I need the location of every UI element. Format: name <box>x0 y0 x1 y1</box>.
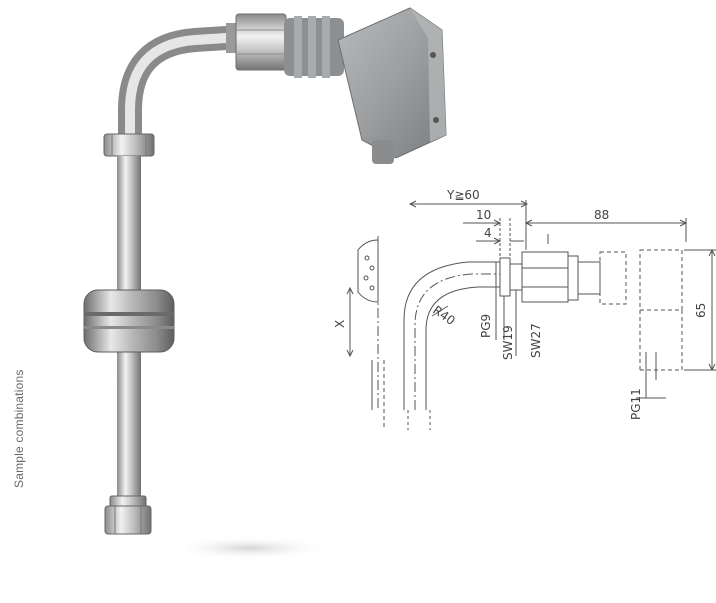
dim-r40: R40 <box>430 303 457 328</box>
dim-65: 65 <box>694 303 708 318</box>
cable-gland <box>284 16 344 78</box>
dim-88: 88 <box>594 208 609 222</box>
connector-housing <box>337 7 447 164</box>
label-sw27: SW27 <box>529 323 543 358</box>
floor-shadow <box>170 536 330 560</box>
dim-y: Y≧60 <box>446 188 480 202</box>
side-caption: Sample combinations <box>12 369 26 488</box>
label-sw19: SW19 <box>501 325 515 360</box>
label-pg9: PG9 <box>479 314 493 338</box>
bottom-collar <box>104 495 152 535</box>
dim-4: 4 <box>484 226 492 240</box>
hex-fitting-top <box>226 13 287 71</box>
dim-10: 10 <box>476 208 491 222</box>
label-pg11: PG11 <box>629 388 643 420</box>
dim-x: X <box>333 320 347 328</box>
float <box>83 289 175 353</box>
